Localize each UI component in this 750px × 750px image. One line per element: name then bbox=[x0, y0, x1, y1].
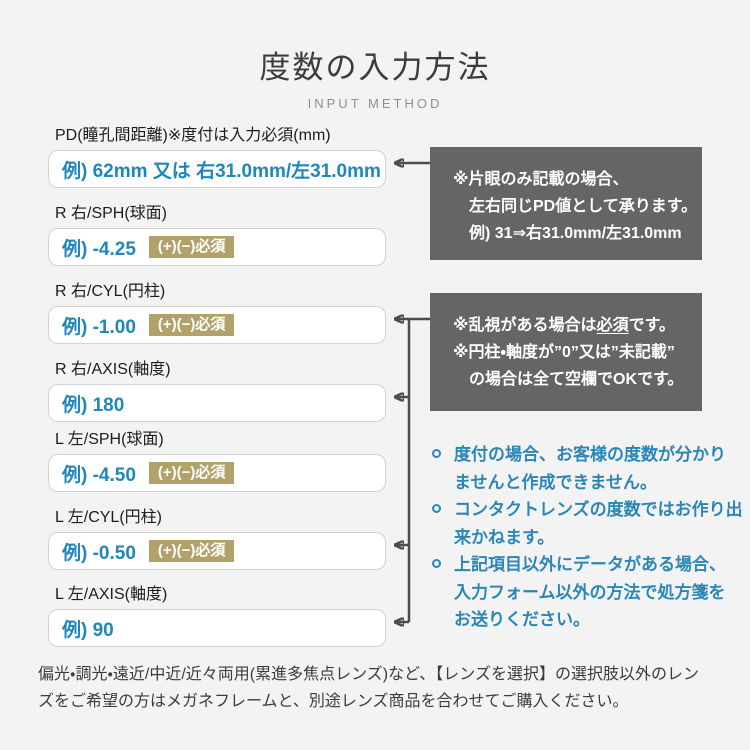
plus-minus-required-badge: (+)(−)必須 bbox=[148, 236, 235, 258]
r-sph-input[interactable]: 例) -4.25 (+)(−)必須 bbox=[48, 228, 386, 266]
field-label-l-cyl: L 左/CYL(円柱) bbox=[55, 509, 162, 526]
field-r-cyl: R 右/CYL(円柱) 例) -1.00 (+)(−)必須 bbox=[48, 277, 386, 344]
l-cyl-example-value: 例) -0.50 bbox=[62, 542, 136, 564]
page-title: 度数の入力方法 bbox=[259, 50, 491, 85]
field-label-l-sph: L 左/SPH(球面) bbox=[55, 431, 164, 448]
circle-bullet-icon bbox=[432, 559, 441, 568]
plus-minus-required-badge: (+)(−)必須 bbox=[148, 314, 235, 336]
l-sph-input[interactable]: 例) -4.50 (+)(−)必須 bbox=[48, 454, 386, 492]
pd-note-line: 例) 31⇒右31.0mm/左31.0mm bbox=[469, 225, 682, 242]
field-label-r-axis: R 右/AXIS(軸度) bbox=[55, 361, 171, 378]
connector-spine bbox=[407, 317, 430, 622]
l-axis-input[interactable]: 例) 90 bbox=[48, 609, 386, 647]
cyl-axis-note-callout: ※乱視がある場合は必須です。 ※円柱・軸度が”0”又は”未記載” の場合は全て空… bbox=[430, 293, 702, 411]
list-item: 度付の場合、お客様の度数が分かり ませんと作成できません。 bbox=[430, 441, 742, 496]
page-subtitle: INPUT METHOD bbox=[307, 96, 443, 111]
cyl-axis-note-line: ※円柱・軸度が”0”又は”未記載” bbox=[453, 344, 675, 361]
pd-note-line: 左右同じPD値として承ります。 bbox=[469, 198, 698, 215]
pd-note-line: ※片眼のみ記載の場合、 bbox=[453, 171, 629, 188]
list-item: 上記項目以外にデータがある場合、 入力フォーム以外の方法で処方箋を お送りくださ… bbox=[430, 551, 742, 634]
pd-input[interactable]: 例) 62mm 又は 右31.0mm/左31.0mm bbox=[48, 150, 386, 188]
field-l-cyl: L 左/CYL(円柱) 例) -0.50 (+)(−)必須 bbox=[48, 503, 386, 570]
circle-bullet-icon bbox=[432, 504, 441, 513]
list-item: コンタクトレンズの度数ではお作り出 来かねます。 bbox=[430, 496, 743, 551]
field-label-l-axis: L 左/AXIS(軸度) bbox=[55, 586, 168, 603]
circle-bullet-icon bbox=[432, 449, 441, 458]
r-axis-input[interactable]: 例) 180 bbox=[48, 384, 386, 422]
r-axis-example-value: 例) 180 bbox=[62, 394, 125, 416]
l-sph-example-value: 例) -4.50 bbox=[62, 464, 136, 486]
field-r-axis: R 右/AXIS(軸度) 例) 180 bbox=[48, 355, 386, 422]
cyl-axis-note-line: の場合は全て空欄でOKです。 bbox=[469, 371, 684, 388]
important-notes-list: 度付の場合、お客様の度数が分かり ませんと作成できません。 コンタクトレンズの度… bbox=[430, 441, 743, 634]
l-axis-example-value: 例) 90 bbox=[62, 619, 114, 641]
field-label-r-sph: R 右/SPH(球面) bbox=[55, 205, 168, 222]
field-l-axis: L 左/AXIS(軸度) 例) 90 bbox=[48, 580, 386, 647]
pd-note-callout: ※片眼のみ記載の場合、 左右同じPD値として承ります。 例) 31⇒右31.0m… bbox=[430, 147, 702, 260]
pd-example-value: 例) 62mm 又は 右31.0mm/左31.0mm bbox=[62, 160, 381, 182]
r-cyl-input[interactable]: 例) -1.00 (+)(−)必須 bbox=[48, 306, 386, 344]
plus-minus-required-badge: (+)(−)必須 bbox=[148, 462, 235, 484]
header: 度数の入力方法 INPUT METHOD bbox=[0, 42, 750, 111]
field-l-sph: L 左/SPH(球面) 例) -4.50 (+)(−)必須 bbox=[48, 425, 386, 492]
cyl-axis-note-line: ※乱視がある場合は必須です。 bbox=[453, 317, 675, 334]
field-label-pd: PD(瞳孔間距離)※度付は入力必須(mm) bbox=[55, 127, 331, 144]
footer-note: 偏光・調光・遠近/中近/近々両用(累進多焦点レンズ)など、【レンズを選択】の選択… bbox=[38, 666, 699, 710]
l-cyl-input[interactable]: 例) -0.50 (+)(−)必須 bbox=[48, 532, 386, 570]
r-sph-example-value: 例) -4.25 bbox=[62, 238, 136, 260]
field-label-r-cyl: R 右/CYL(円柱) bbox=[55, 283, 166, 300]
required-underlined-text: 必須 bbox=[596, 317, 629, 334]
field-r-sph: R 右/SPH(球面) 例) -4.25 (+)(−)必須 bbox=[48, 199, 386, 266]
r-cyl-example-value: 例) -1.00 bbox=[62, 316, 136, 338]
field-pd: PD(瞳孔間距離)※度付は入力必須(mm) 例) 62mm 又は 右31.0mm… bbox=[48, 121, 386, 188]
plus-minus-required-badge: (+)(−)必須 bbox=[148, 540, 235, 562]
